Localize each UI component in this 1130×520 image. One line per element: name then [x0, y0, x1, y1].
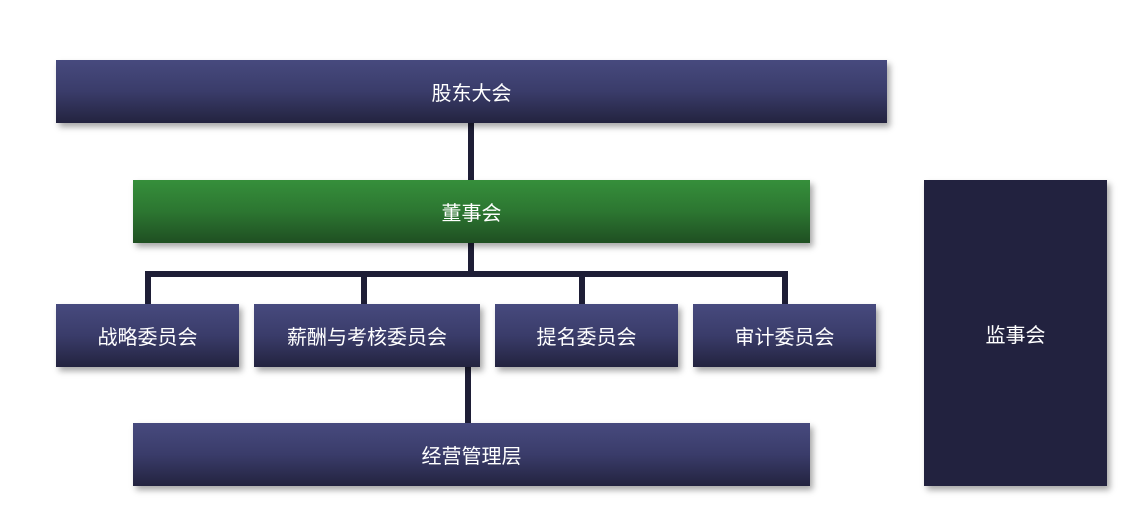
connector-drop-compensation	[361, 271, 367, 304]
management-label: 经营管理层	[421, 444, 522, 468]
board-of-directors-label: 董事会	[441, 201, 502, 225]
supervisory-board-label: 监事会	[985, 322, 1046, 347]
connector-to-management	[465, 367, 471, 423]
connector-drop-nomination	[579, 271, 585, 304]
management-box: 经营管理层	[133, 423, 810, 486]
supervisory-board-box: 监事会	[924, 180, 1107, 486]
board-of-directors-box: 董事会	[133, 180, 810, 243]
connector-meeting-to-board	[468, 123, 474, 180]
shareholders-meeting-label: 股东大会	[431, 81, 512, 105]
audit-committee-label: 审计委员会	[734, 325, 835, 349]
compensation-committee-label: 薪酬与考核委员会	[287, 325, 447, 349]
connector-drop-strategy	[145, 271, 151, 304]
audit-committee-box: 审计委员会	[693, 304, 876, 367]
shareholders-meeting-box: 股东大会	[56, 60, 887, 123]
connector-drop-audit	[782, 271, 788, 304]
compensation-committee-box: 薪酬与考核委员会	[254, 304, 480, 367]
connector-committee-bus	[145, 271, 788, 277]
nomination-committee-label: 提名委员会	[536, 325, 637, 349]
nomination-committee-box: 提名委员会	[495, 304, 678, 367]
strategy-committee-box: 战略委员会	[56, 304, 239, 367]
strategy-committee-label: 战略委员会	[97, 325, 198, 349]
connector-board-to-bus	[468, 243, 474, 274]
